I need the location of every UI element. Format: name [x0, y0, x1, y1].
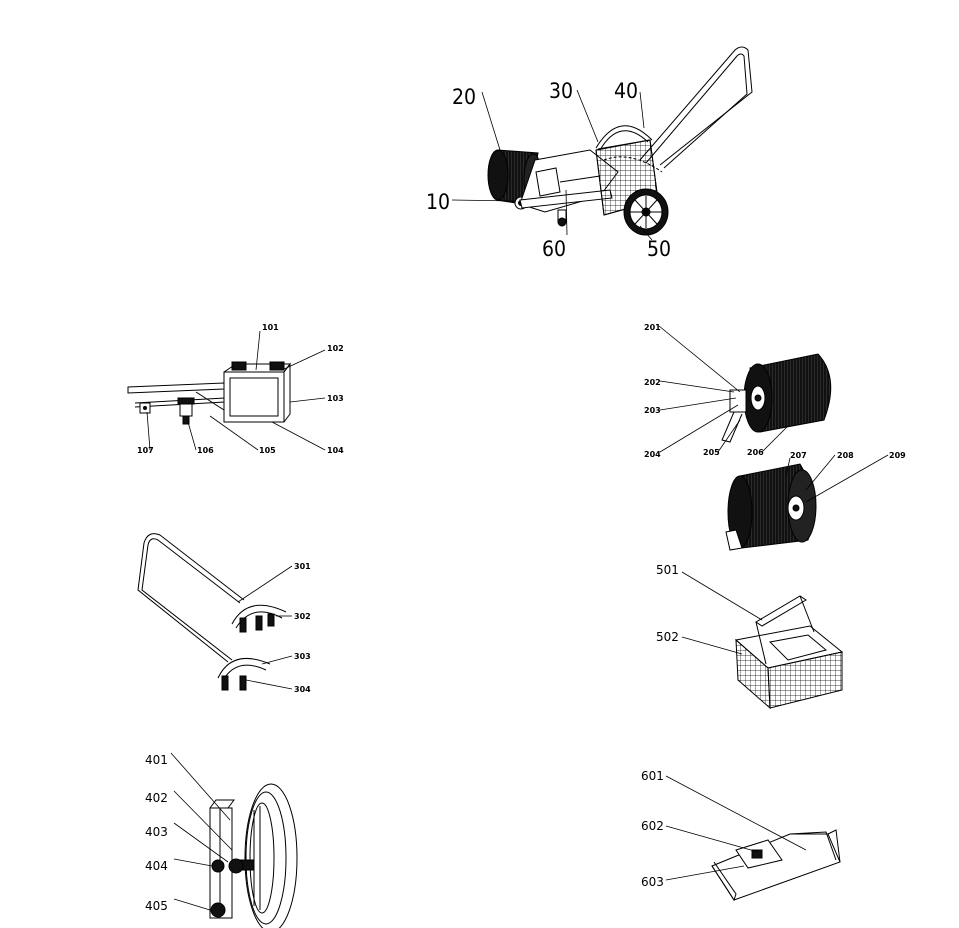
label-103: 103: [327, 394, 344, 403]
wheel-figure: 401 402 403 404 405: [145, 752, 298, 928]
assembly-handle: [639, 46, 753, 169]
label-208: 208: [837, 451, 854, 460]
label-303: 303: [294, 652, 311, 661]
label-502: 502: [656, 630, 679, 644]
label-105: 105: [259, 446, 276, 455]
label-205: 205: [703, 448, 720, 457]
label-209: 209: [889, 451, 906, 460]
assembly-arc-bracket: [595, 125, 663, 173]
label-101: 101: [262, 323, 279, 332]
main-leader-lines: [451, 89, 653, 241]
label-50: 50: [647, 237, 671, 261]
assembly-cover: [519, 149, 619, 227]
label-202: 202: [644, 378, 661, 387]
handle-figure: 301 302 303 304: [137, 533, 311, 694]
label-30: 30: [549, 79, 573, 103]
label-204: 204: [644, 450, 661, 459]
label-60: 60: [542, 237, 566, 261]
label-301: 301: [294, 562, 311, 571]
label-403: 403: [145, 825, 168, 839]
label-203: 203: [644, 406, 661, 415]
main-assembly-figure: 20 30 40 10 60 50: [426, 46, 753, 261]
label-501: 501: [656, 563, 679, 577]
label-106: 106: [197, 446, 214, 455]
label-107: 107: [137, 446, 154, 455]
label-304: 304: [294, 685, 311, 694]
label-104: 104: [327, 446, 344, 455]
frame-figure: 101 102 103 104 105 106 107: [127, 323, 344, 455]
label-602: 602: [641, 819, 664, 833]
label-601: 601: [641, 769, 664, 783]
label-206: 206: [747, 448, 764, 457]
label-402: 402: [145, 791, 168, 805]
cover-figure: 601 602 603: [641, 769, 841, 902]
roller-figure: 201 202 203 204 205 206 207 208 209: [644, 323, 906, 551]
label-20: 20: [452, 85, 476, 109]
label-401: 401: [145, 753, 168, 767]
label-40: 40: [614, 79, 638, 103]
label-102: 102: [327, 344, 344, 353]
label-302: 302: [294, 612, 311, 621]
label-201: 201: [644, 323, 661, 332]
basket-figure: 501 502: [656, 563, 844, 710]
label-603: 603: [641, 875, 664, 889]
label-404: 404: [145, 859, 168, 873]
label-207: 207: [790, 451, 807, 460]
label-10: 10: [426, 190, 450, 214]
label-405: 405: [145, 899, 168, 913]
assembly-wheel: [623, 188, 669, 236]
